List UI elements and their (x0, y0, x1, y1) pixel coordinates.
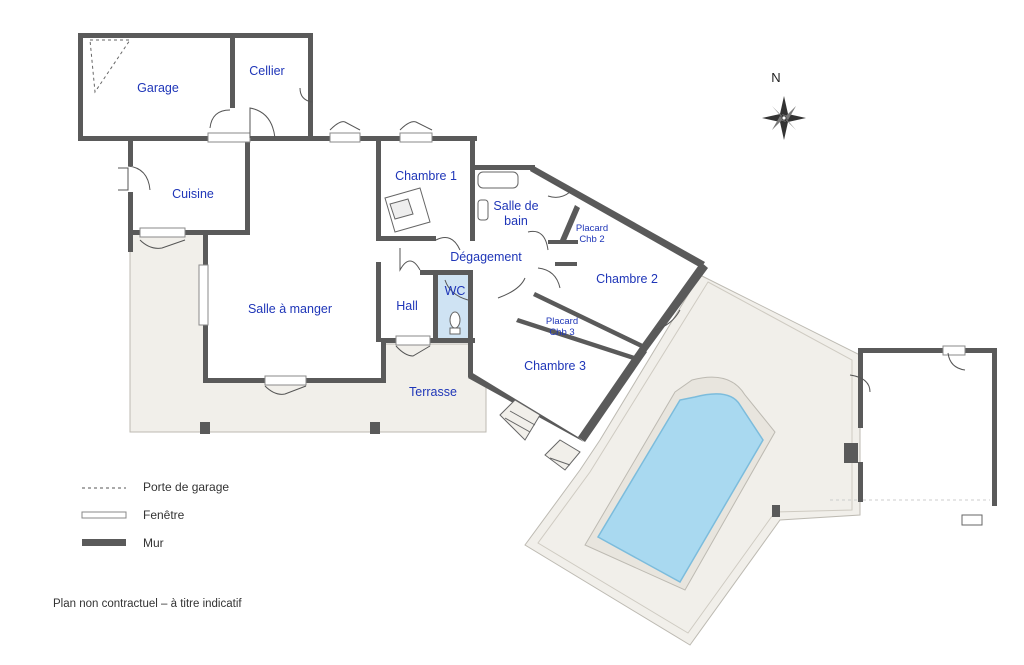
room-labels: Garage Cellier Cuisine Salle à manger Ch… (137, 64, 658, 399)
annex-fixture (961, 514, 983, 526)
legend-label-wall: Mur (143, 536, 164, 550)
room-label-placard-2-line2: Chb 2 (579, 234, 604, 245)
room-label-chambre-3: Chambre 3 (524, 359, 586, 373)
swimming-pool (596, 393, 764, 584)
room-label-placard-2-line1: Placard (576, 223, 608, 234)
steps (499, 399, 541, 441)
legend: Porte de garage Fenêtre Mur (81, 480, 229, 550)
fixtures (384, 171, 983, 526)
room-label-salle-de-bain-line1: Salle de (493, 199, 538, 213)
room-label-garage: Garage (137, 81, 179, 95)
room-label-cellier: Cellier (249, 64, 284, 78)
sink-icon (477, 199, 489, 221)
legend-label-garage-door: Porte de garage (143, 480, 229, 494)
bathtub-icon (477, 171, 519, 189)
compass: N (762, 70, 806, 140)
north-label: N (771, 70, 780, 85)
room-label-placard-3-line1: Placard (546, 316, 578, 327)
room-label-hall: Hall (396, 299, 418, 313)
room-label-wc: WC (445, 284, 466, 298)
room-label-degagement: Dégagement (450, 250, 522, 264)
room-label-terrasse: Terrasse (409, 385, 457, 399)
room-label-salle-a-manger: Salle à manger (248, 302, 332, 316)
room-label-placard-3-line2: Chb 3 (549, 327, 574, 338)
room-label-chambre-2: Chambre 2 (596, 272, 658, 286)
pool-deck-inner (537, 281, 853, 634)
legend-swatch-window (81, 511, 127, 519)
room-label-salle-de-bain-line2: bain (504, 214, 528, 228)
room-label-cuisine: Cuisine (172, 187, 214, 201)
legend-label-window: Fenêtre (143, 508, 185, 522)
legend-swatch-wall (82, 539, 126, 546)
wc-floor (438, 275, 470, 338)
garage-door (89, 39, 131, 94)
doors (118, 80, 966, 395)
compass-rose-icon (762, 96, 806, 140)
disclaimer-note: Plan non contractuel – à titre indicatif (53, 598, 242, 610)
room-label-chambre-1: Chambre 1 (395, 169, 457, 183)
annex-floor (862, 352, 994, 508)
windows (139, 132, 966, 386)
toilet-icon (449, 311, 461, 329)
